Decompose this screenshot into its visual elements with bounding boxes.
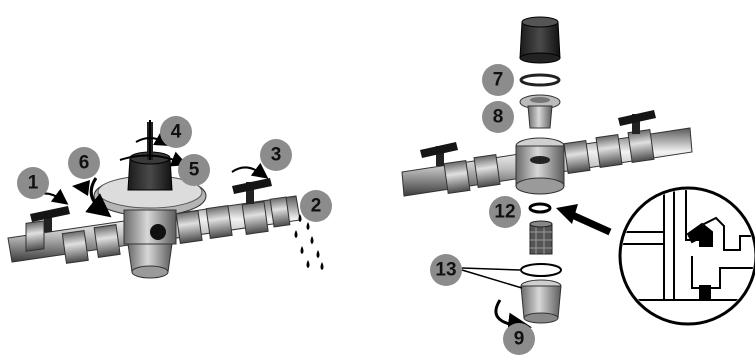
part-ring: [519, 73, 561, 87]
svg-text:2: 2: [311, 196, 322, 217]
part-o-ring-small: [528, 202, 552, 214]
right-filter-body: [515, 137, 565, 195]
part-bowl: [520, 279, 562, 324]
part-black-cap: [519, 16, 561, 64]
svg-text:13: 13: [435, 260, 456, 281]
badge-2: 2: [300, 190, 332, 222]
badge-4: 4: [160, 116, 192, 148]
svg-text:5: 5: [189, 160, 200, 181]
left-assembly: [7, 120, 324, 279]
svg-text:9: 9: [514, 329, 525, 350]
badge-5: 5: [178, 154, 210, 186]
left-valve-handle-1: [30, 206, 70, 232]
badge-8: 8: [482, 101, 514, 133]
svg-text:3: 3: [271, 145, 282, 166]
svg-text:4: 4: [171, 122, 182, 143]
left-filter-body: [93, 175, 207, 279]
svg-text:7: 7: [493, 70, 504, 91]
svg-text:8: 8: [493, 107, 504, 128]
part-filter-screen: [529, 220, 553, 255]
part-o-ring-large: [520, 263, 562, 277]
left-valve-handle-2: [232, 178, 272, 204]
rotate-direction-arrow: [72, 180, 90, 196]
badge-9: 9: [503, 323, 535, 355]
svg-text:1: 1: [28, 173, 39, 194]
magnifier-circle-icon: [618, 186, 755, 326]
svg-text:6: 6: [79, 153, 90, 174]
part-cartridge: [519, 94, 561, 129]
badge-3: 3: [260, 139, 292, 171]
svg-text:12: 12: [494, 202, 515, 223]
rotate-arrow-icon: [494, 299, 532, 337]
badge-7: 7: [482, 64, 514, 96]
badge-13: 13: [430, 254, 462, 286]
right-valve-handle-2: [618, 110, 656, 134]
right-assembly: [401, 16, 755, 337]
badge-6: 6: [68, 147, 100, 179]
water-drops-icon: [294, 214, 324, 270]
right-pipe-fittings: [443, 129, 655, 194]
right-valve-handle-1: [420, 142, 458, 166]
leader-lines-13: [461, 267, 523, 289]
pointer-arrow-icon: [556, 204, 612, 236]
left-pipe-fittings: [25, 196, 291, 264]
badge-1: 1: [17, 167, 49, 199]
badge-12: 12: [489, 196, 521, 228]
